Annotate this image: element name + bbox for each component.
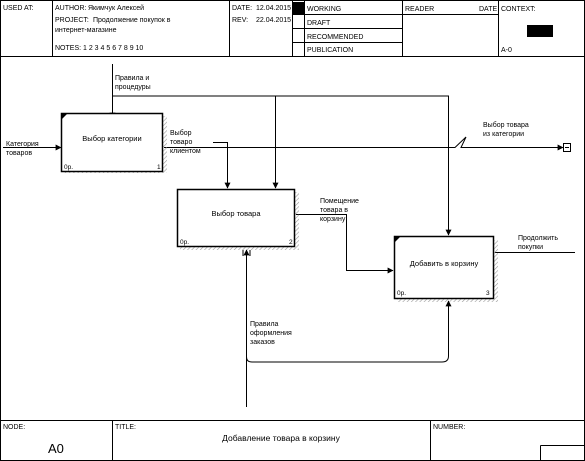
context-label: CONTEXT:	[501, 6, 536, 13]
diagram-title: Добавление товара в корзину	[222, 433, 340, 443]
control-rules-label-2: процедуры	[115, 84, 151, 91]
input-category-label-2: товаров	[6, 150, 32, 157]
context-node: A-0	[501, 47, 512, 54]
status-recommended: RECOMMENDED	[307, 34, 363, 41]
author-label: AUTHOR:	[55, 5, 87, 12]
output-cart-label-3: корзину	[320, 216, 346, 223]
node-value: A0	[48, 441, 64, 456]
output-continue-label-1: Продолжить	[518, 235, 558, 242]
arrow-lines	[3, 64, 575, 407]
project-line-2: интернет-магазине	[55, 27, 117, 34]
output-category-label-1: Выбор товара	[483, 121, 529, 129]
box-1-number: 1	[157, 164, 161, 171]
box-3-cost: 0р.	[397, 290, 406, 297]
date-value: 12.04.2015	[256, 5, 291, 12]
output-client-label-2: товаро	[170, 139, 192, 146]
working-status-marker	[293, 2, 304, 14]
mechanism-rules-label-2: оформления	[250, 330, 292, 337]
output-continue-label-2: покупки	[518, 244, 543, 251]
output-client-label-3: клиентом	[170, 148, 201, 155]
title-label: TITLE:	[115, 424, 136, 431]
input-category-label-1: Категория	[6, 141, 39, 148]
box-2-cost: 0р.	[180, 239, 189, 246]
rev-label: REV:	[232, 17, 248, 24]
box-3-label: Добавить в корзину	[410, 259, 479, 268]
box-1-cost: 0р.	[64, 164, 73, 171]
activity-box-1[interactable]: Выбор категории 0р. 1	[60, 112, 168, 174]
output-cart-label-1: Помещение	[320, 198, 359, 205]
output-category-label-2: из категории	[483, 131, 524, 138]
status-draft: DRAFT	[307, 20, 331, 27]
status-publication: PUBLICATION	[307, 47, 353, 54]
node-label: NODE:	[3, 424, 25, 431]
used-at-label: USED AT:	[3, 5, 34, 12]
boundary-tunnel-icon	[563, 143, 571, 152]
reader-label: READER	[405, 6, 434, 13]
footer-frame	[0, 420, 585, 461]
context-thumbnail	[527, 25, 553, 37]
control-rules-label-1: Правила и	[115, 75, 149, 82]
rev-value: 22.04.2015	[256, 17, 291, 24]
box-1-label: Выбор категории	[82, 134, 141, 143]
status-working: WORKING	[307, 6, 341, 13]
box-2-label: Выбор товара	[211, 209, 261, 218]
number-label: NUMBER:	[433, 424, 465, 431]
reader-date-label: DATE	[479, 6, 497, 13]
notes-value: 1 2 3 4 5 6 7 8 9 10	[83, 45, 143, 52]
mechanism-rules-label-1: Правила	[250, 321, 279, 328]
mechanism-tunnel-icon	[242, 250, 251, 256]
box-3-number: 3	[486, 290, 490, 297]
author-value: Якимчук Алексей	[88, 4, 144, 12]
output-client-label-1: Выбор	[170, 129, 192, 137]
activity-box-3[interactable]: Добавить в корзину 0р. 3	[393, 235, 499, 303]
notes-label: NOTES:	[55, 45, 81, 52]
project-line-1: Продолжение покупок в	[93, 17, 171, 24]
activity-box-2[interactable]: Выбор товара 0р. 2	[176, 188, 300, 251]
box-2-number: 2	[289, 239, 293, 246]
output-cart-label-2: товара в	[320, 207, 348, 214]
mechanism-rules-label-3: заказов	[250, 339, 275, 346]
project-label: PROJECT:	[55, 17, 89, 24]
date-label: DATE:	[232, 5, 252, 12]
